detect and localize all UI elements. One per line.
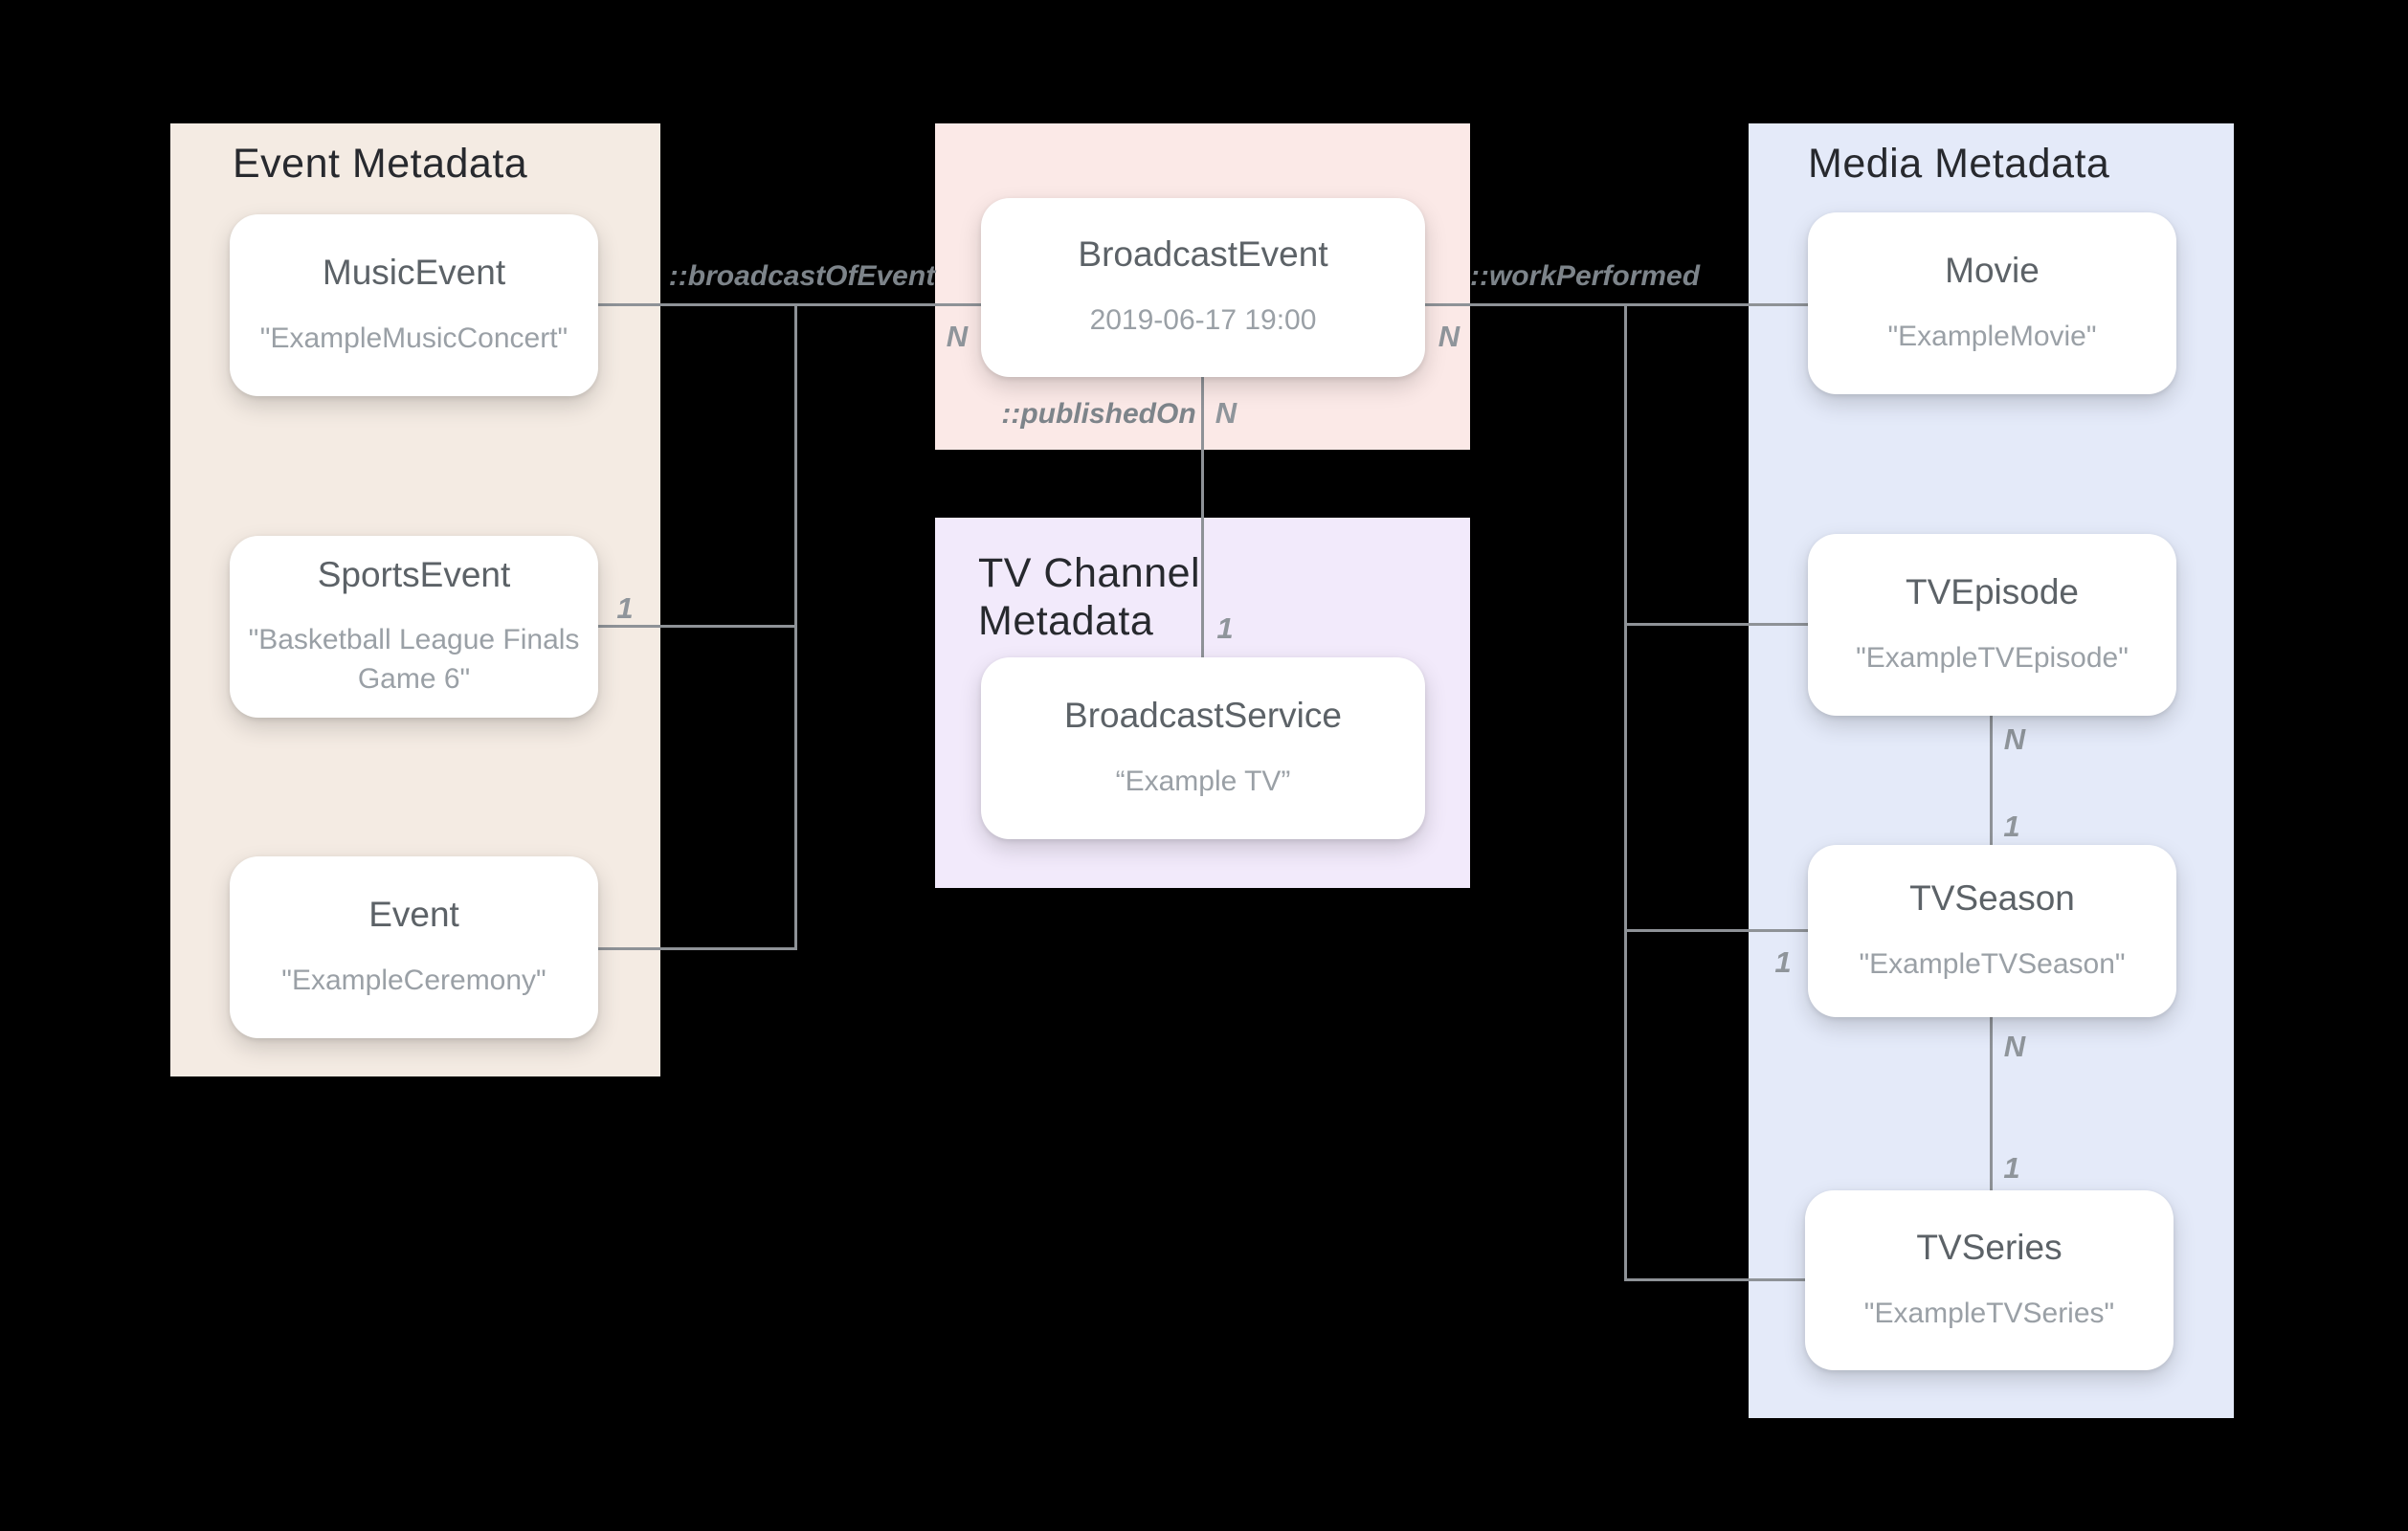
card-title: TVEpisode: [1906, 571, 2079, 611]
connector-tvepisode-tvseason: [1990, 716, 1993, 845]
entity-card-broadcastservice: BroadcastService “Example TV”: [981, 657, 1425, 839]
relation-label-publishedon: ::publishedOn: [1001, 398, 1196, 430]
card-subtitle: “Example TV”: [1115, 765, 1291, 797]
connector-tvseason-branch: [1624, 929, 1808, 932]
cardinality-label-n-broadcastevent-right: N: [1438, 320, 1460, 353]
card-subtitle: "ExampleTVSeason": [1859, 947, 2126, 980]
connector-sportsevent-branch: [598, 625, 794, 628]
entity-card-sportsevent: SportsEvent "Basketball League Finals Ga…: [230, 536, 598, 718]
entity-card-movie: Movie "ExampleMovie": [1808, 212, 2176, 394]
connector-tvseries-branch: [1624, 1278, 1805, 1281]
entity-card-tvseason: TVSeason "ExampleTVSeason": [1808, 845, 2176, 1017]
card-title: BroadcastService: [1064, 695, 1342, 735]
cardinality-label-n-tvepisode-tvseason: N: [2003, 722, 2026, 756]
card-title: SportsEvent: [317, 554, 511, 594]
card-title: BroadcastEvent: [1078, 234, 1328, 275]
tv-channel-metadata-panel-title: TV Channel Metadata: [978, 550, 1201, 644]
entity-card-musicevent: MusicEvent "ExampleMusicConcert": [230, 214, 598, 396]
cardinality-label-1-sportsevent: 1: [616, 591, 634, 625]
connector-musicevent-broadcastevent: [598, 303, 981, 306]
connector-broadcastevent-movie: [1425, 303, 1808, 306]
cardinality-label-1-tvseason-branch: 1: [1774, 945, 1792, 979]
entity-card-event: Event "ExampleCeremony": [230, 856, 598, 1038]
card-title: MusicEvent: [322, 252, 506, 292]
relation-label-broadcastofevent: ::broadcastOfEvent: [668, 260, 936, 292]
cardinality-label-n-broadcastevent-left: N: [946, 320, 969, 353]
card-subtitle: "Basketball League Finals Game 6": [248, 624, 580, 695]
connector-publishedon: [1201, 377, 1204, 657]
connector-left-trunk: [794, 303, 797, 950]
connector-event-branch: [598, 947, 794, 950]
entity-card-tvepisode: TVEpisode "ExampleTVEpisode": [1808, 534, 2176, 716]
card-subtitle: "ExampleTVSeries": [1863, 1297, 2115, 1329]
card-title: Event: [368, 894, 459, 934]
cardinality-label-n-publishedon: N: [1215, 396, 1237, 430]
card-title: TVSeries: [1916, 1227, 2062, 1267]
event-metadata-panel-title: Event Metadata: [233, 141, 528, 187]
card-subtitle: "ExampleTVEpisode": [1856, 641, 2129, 674]
connector-tvepisode-branch: [1624, 623, 1808, 626]
card-subtitle: 2019-06-17 19:00: [1089, 304, 1317, 337]
cardinality-label-1-broadcastservice: 1: [1216, 611, 1234, 645]
entity-card-tvseries: TVSeries "ExampleTVSeries": [1805, 1190, 2174, 1370]
card-subtitle: "ExampleCeremony": [281, 964, 546, 996]
card-subtitle: "ExampleMovie": [1887, 320, 2097, 352]
cardinality-label-n-tvseason-tvseries: N: [2003, 1030, 2026, 1063]
relation-label-workperformed: ::workPerformed: [1469, 260, 1701, 292]
media-metadata-panel-title: Media Metadata: [1808, 141, 2110, 187]
connector-right-trunk: [1624, 303, 1627, 1280]
cardinality-label-1-tvseason-tvseries: 1: [2003, 1151, 2020, 1185]
card-title: Movie: [1945, 250, 2040, 290]
card-title: TVSeason: [1909, 877, 2075, 918]
connector-tvseason-tvseries: [1990, 1017, 1993, 1190]
cardinality-label-1-tvepisode-tvseason: 1: [2003, 810, 2020, 843]
card-subtitle: "ExampleMusicConcert": [259, 322, 569, 354]
entity-card-broadcastevent: BroadcastEvent 2019-06-17 19:00: [981, 198, 1425, 377]
